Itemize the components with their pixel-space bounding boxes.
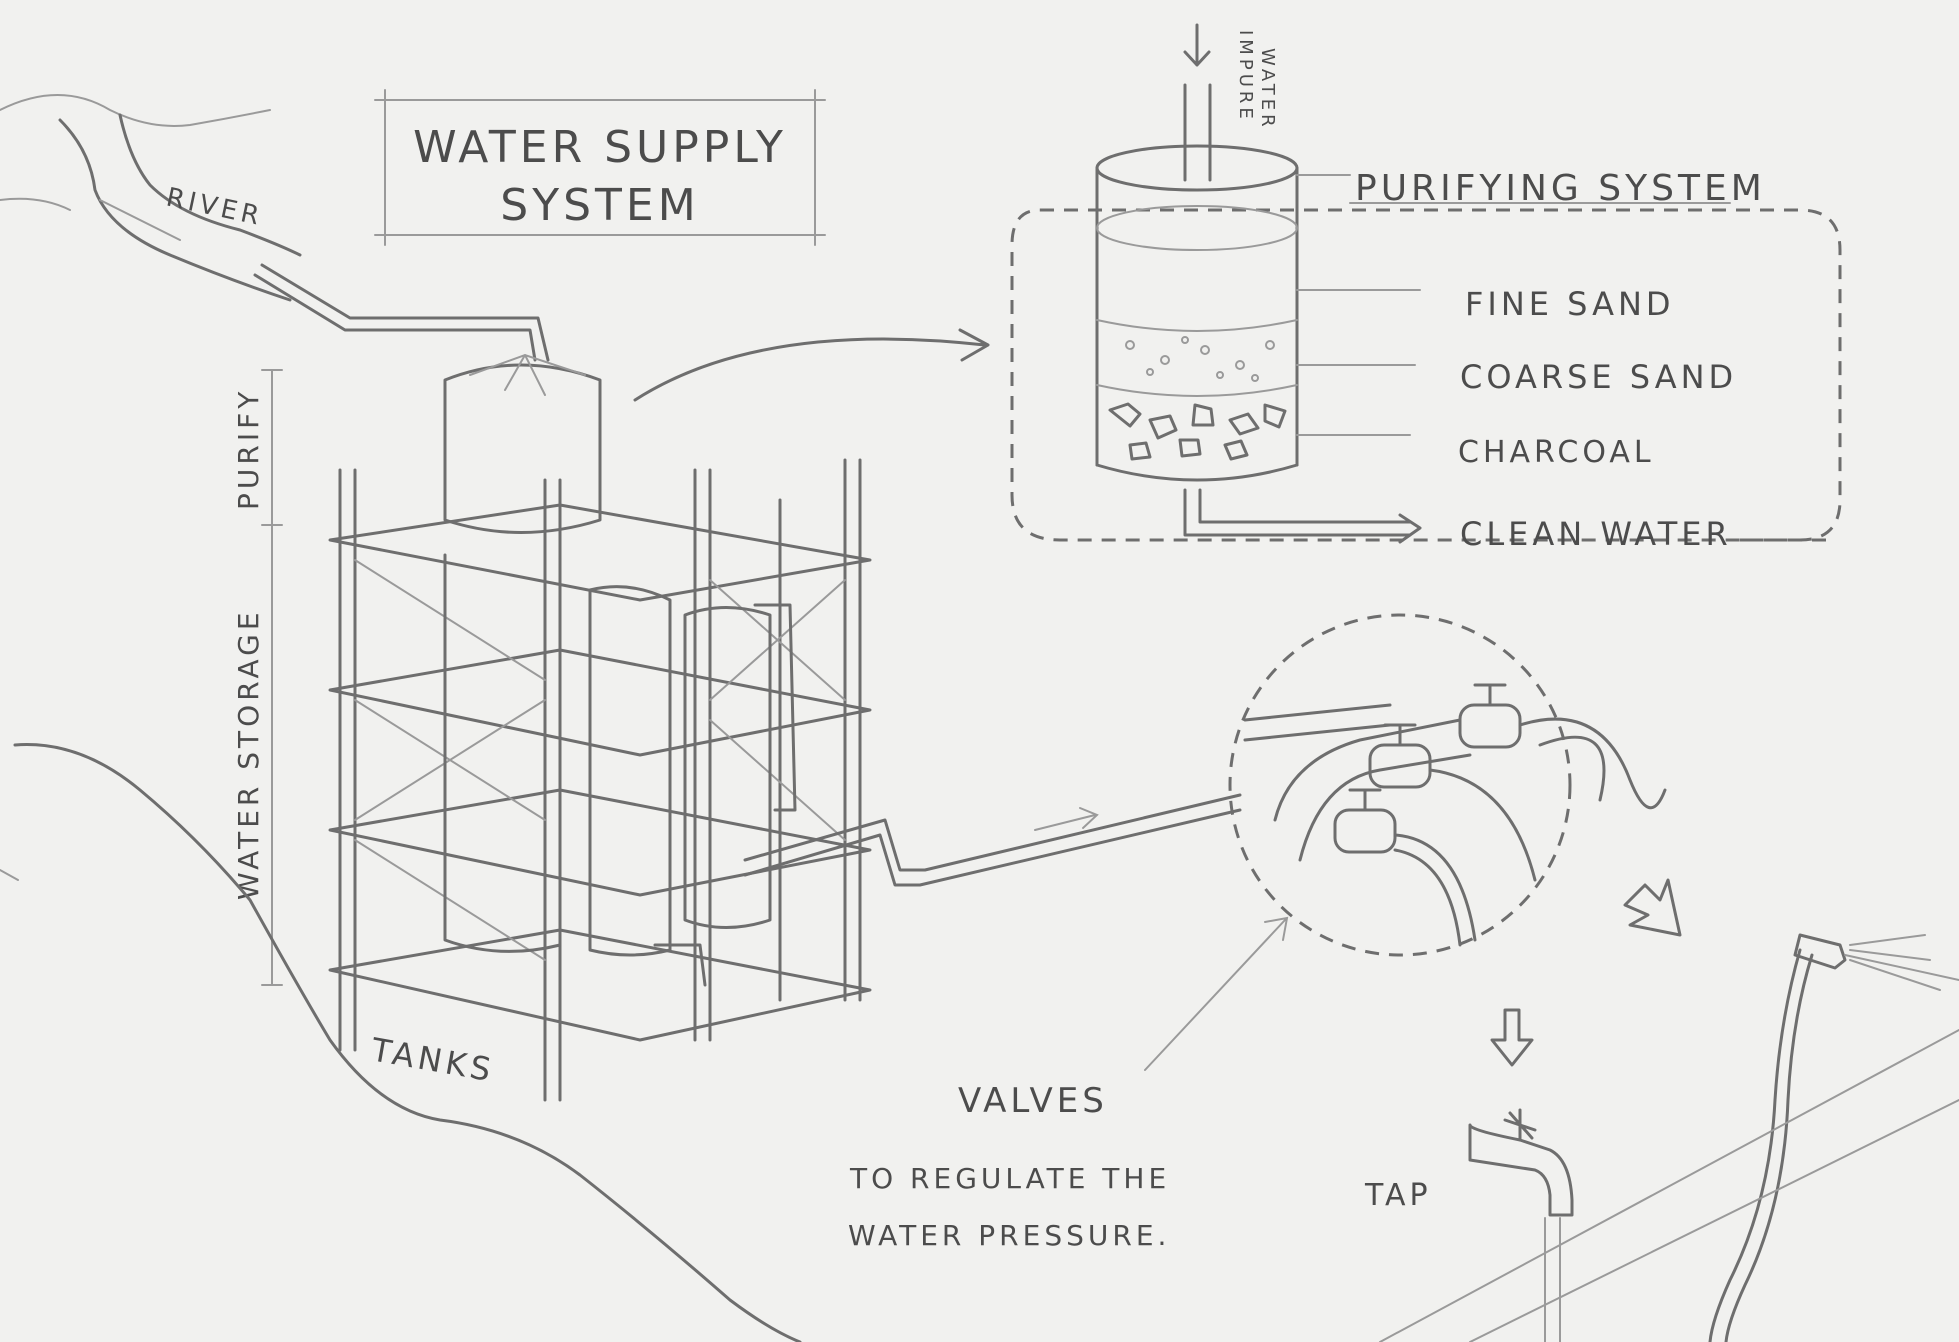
- fine-sand-label: FINE SAND: [1465, 285, 1675, 323]
- water-storage-label: WATER STORAGE: [232, 608, 265, 900]
- floor-line: [1379, 1029, 1959, 1342]
- valves-detail-circle: [1228, 613, 1572, 957]
- tap-label: TAP: [1364, 1178, 1432, 1213]
- callout-arrow-valves: [1144, 916, 1289, 1071]
- outflow-arrow-icon: [1398, 513, 1422, 544]
- tanks-label: TANKS: [368, 1030, 498, 1089]
- hill-outline: [13, 743, 802, 1342]
- clean-water-pipe: [1183, 488, 1412, 537]
- purify-label: PURIFY: [232, 388, 265, 510]
- title-line2: SYSTEM: [500, 180, 699, 231]
- title-box: [374, 89, 826, 246]
- tap-fixture: [1468, 1108, 1574, 1342]
- valves-label: VALVES: [958, 1081, 1108, 1121]
- impure-water-label-1: IMPURE: [1235, 30, 1256, 123]
- river-sketch: [0, 94, 302, 302]
- callout-arrow-purifier: [633, 328, 990, 402]
- height-dimension-line: [261, 369, 283, 986]
- shower-hose: [1708, 933, 1959, 1342]
- valves-note-line1: TO REGULATE THE: [849, 1162, 1170, 1195]
- clean-water-label: CLEAN WATER: [1460, 515, 1732, 553]
- flow-arrow-icon: [1034, 807, 1099, 831]
- valve-assembly: [1243, 683, 1667, 947]
- down-arrow-icon: [1490, 1008, 1534, 1067]
- diagonal-arrow-icon: [1623, 878, 1682, 937]
- inflow-arrow-icon: [1183, 23, 1211, 67]
- filter-cylinder: [1095, 144, 1299, 482]
- valves-note-line2: WATER PRESSURE.: [848, 1219, 1170, 1252]
- title-line1: WATER SUPPLY: [413, 122, 787, 173]
- river-label: RIVER: [164, 183, 266, 233]
- coarse-sand-label: COARSE SAND: [1460, 358, 1737, 396]
- charcoal-label: CHARCOAL: [1458, 435, 1655, 470]
- outlet-pipe: [743, 793, 1242, 872]
- impure-water-label-2: WATER: [1257, 48, 1278, 131]
- storage-tower: [328, 353, 872, 1102]
- inlet-pipe: [253, 273, 537, 362]
